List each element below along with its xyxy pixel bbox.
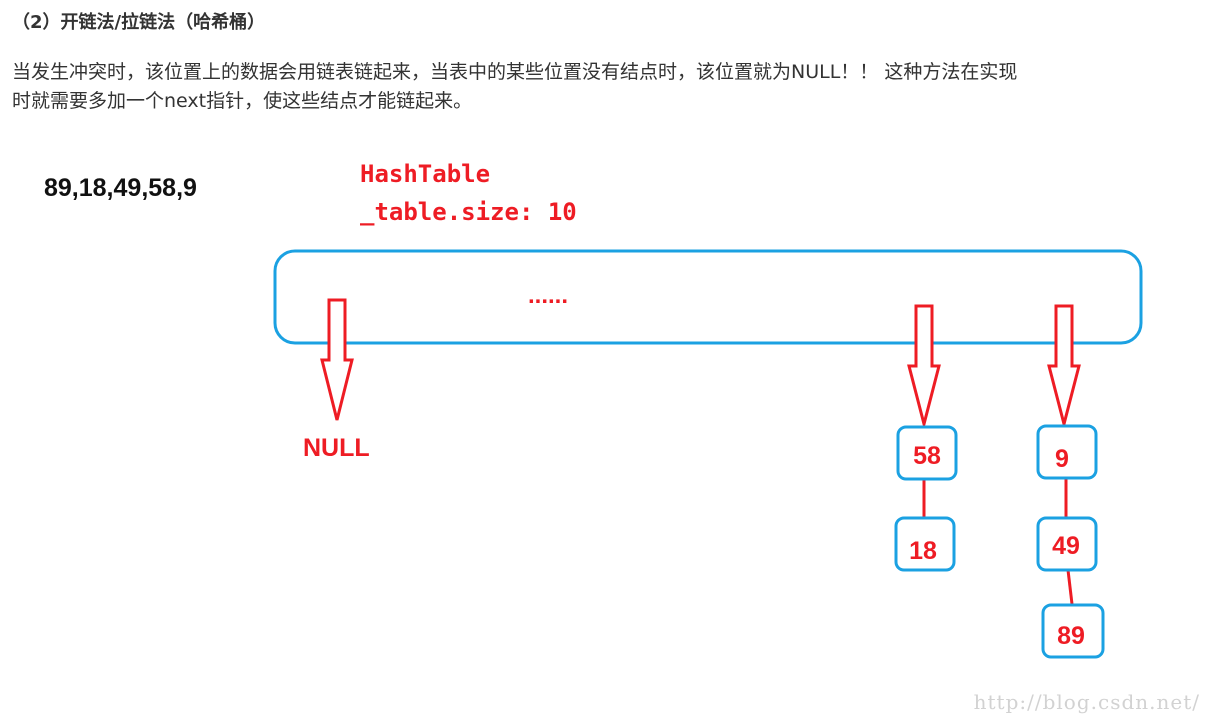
arrow-down-chain-2	[1047, 304, 1081, 430]
node-value: 49	[1052, 532, 1080, 560]
watermark: http://blog.csdn.net/	[973, 690, 1200, 714]
chain-2-node-2: 49	[1036, 516, 1098, 572]
chain-1-node-1: 58	[896, 425, 958, 481]
node-value: 18	[909, 537, 937, 565]
paragraph-line-1: 当发生冲突时，该位置上的数据会用链表链起来，当表中的某些位置没有结点时，该位置就…	[12, 61, 1018, 83]
arrow-down-chain-1	[907, 304, 941, 430]
chain-2-link-2	[1066, 569, 1074, 605]
section-heading: （2）开链法/拉链法（哈希桶）	[12, 12, 266, 33]
hashtable-title: HashTable	[360, 160, 490, 188]
table-size-label: _table.size: 10	[360, 198, 577, 226]
chain-1-node-2: 18	[894, 516, 956, 572]
node-value: 89	[1057, 622, 1085, 650]
chain-2-node-3: 89	[1041, 603, 1105, 659]
description-paragraph: 当发生冲突时，该位置上的数据会用链表链起来，当表中的某些位置没有结点时，该位置就…	[12, 58, 1202, 116]
node-value: 58	[913, 442, 941, 470]
input-sequence: 89,18,49,58,9	[44, 174, 197, 202]
ellipsis-label: ......	[528, 282, 568, 309]
hashtable-array	[273, 249, 1143, 345]
chain-2-node-1: 9	[1036, 424, 1098, 480]
arrow-down-null	[320, 298, 354, 421]
null-label: NULL	[303, 434, 370, 462]
paragraph-line-2: 时就需要多加一个next指针，使这些结点才能链起来。	[12, 90, 473, 112]
node-value: 9	[1055, 445, 1069, 473]
